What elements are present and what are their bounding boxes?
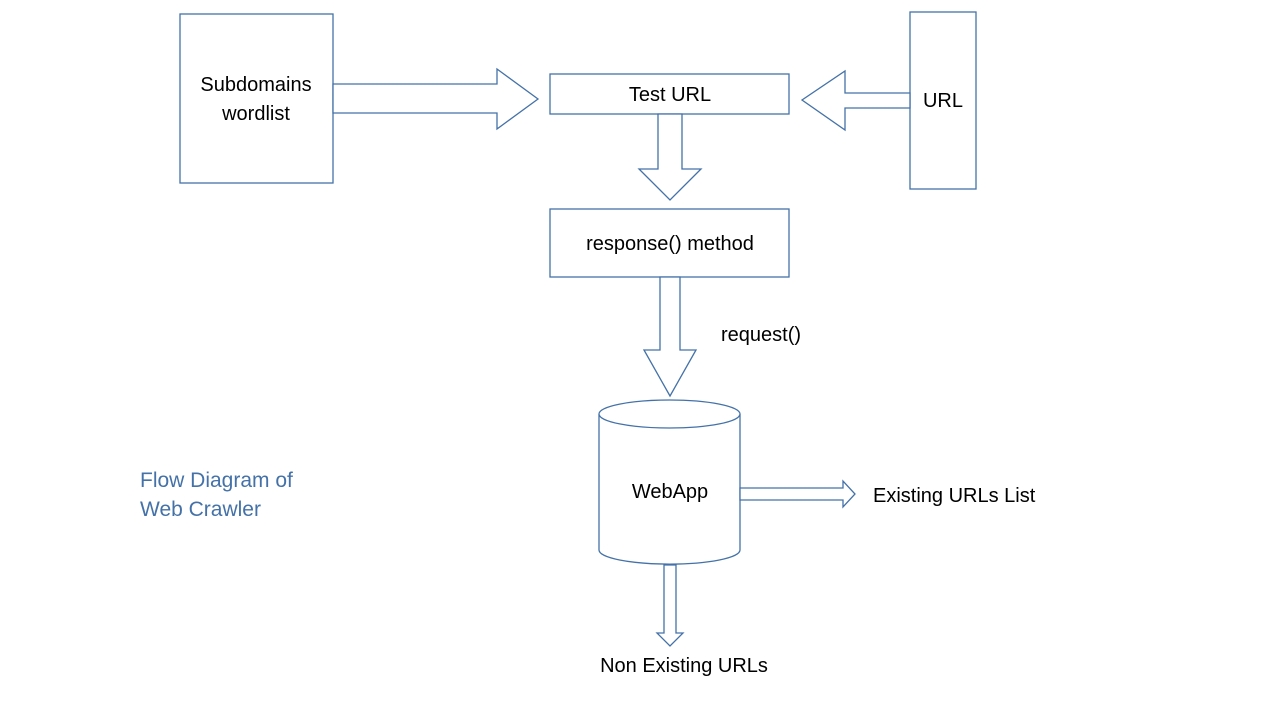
url-label: URL [923, 90, 963, 112]
webapp-label: WebApp [632, 481, 708, 503]
existing-urls-label: Existing URLs List [873, 485, 1036, 507]
test-url-label: Test URL [629, 84, 711, 106]
response-method-box [549, 208, 790, 278]
diagram-caption-line1: Flow Diagram of [140, 469, 293, 492]
diagram-caption-line2: Web Crawler [140, 498, 261, 521]
arrow-response-to-webapp [642, 276, 698, 398]
request-label: request() [721, 324, 801, 346]
test-url-box [549, 73, 790, 115]
subdomains-wordlist-box [179, 13, 334, 184]
response-method-label: response() method [586, 233, 754, 255]
webapp-cylinder-top [598, 399, 741, 429]
arrow-test-url-to-response [637, 113, 703, 201]
webapp-cylinder-body [598, 414, 741, 565]
arrow-subdomains-to-test-url [332, 67, 540, 131]
subdomains-label-line1: Subdomains [200, 74, 311, 96]
arrow-url-to-test-url [800, 69, 911, 132]
arrow-webapp-to-non-existing [655, 564, 685, 647]
non-existing-urls-label: Non Existing URLs [600, 655, 768, 677]
arrow-webapp-to-existing [739, 479, 856, 509]
subdomains-label-line2: wordlist [221, 103, 290, 125]
url-box [909, 11, 977, 190]
